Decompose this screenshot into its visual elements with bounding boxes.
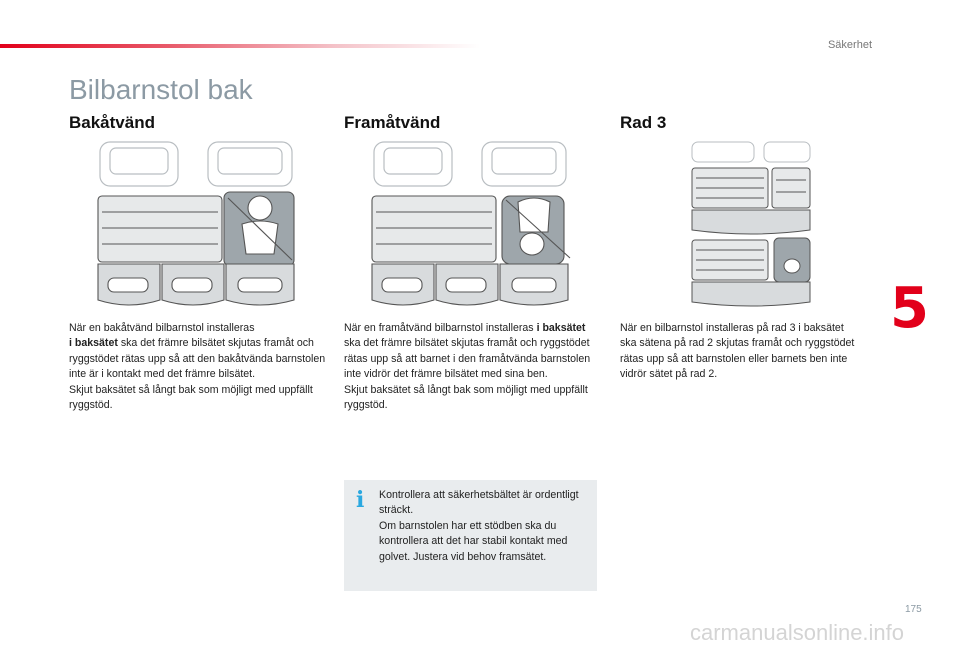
- forward-facing-paragraph-2: Skjut baksätet så långt bak som möjligt …: [344, 383, 588, 412]
- info-box-text: Kontrollera att säkerhetsbältet är orden…: [379, 488, 593, 565]
- text-segment: ska det främre bilsätet skjutas framåt o…: [69, 337, 326, 381]
- row-3-description: När en bilbarnstol installeras på rad 3 …: [620, 321, 860, 383]
- text-segment: ska det främre bilsätet skjutas framåt o…: [344, 337, 591, 381]
- header-accent-bar: [0, 44, 480, 48]
- row-3-seat-illustration: [691, 141, 811, 307]
- rear-facing-seat-illustration: [97, 141, 295, 306]
- info-line-2: Om barnstolen har ett stödben ska du kon…: [379, 519, 568, 563]
- rear-facing-paragraph-2: Skjut baksätet så långt bak som möjligt …: [69, 383, 313, 412]
- chapter-number: 5: [890, 276, 929, 341]
- page-title: Bilbarnstol bak: [69, 74, 253, 105]
- forward-facing-description: När en framåtvänd bilbarnstol installera…: [344, 321, 602, 413]
- text-segment: När en bakåtvänd bilbarnstol installeras: [69, 322, 255, 334]
- rear-facing-description: När en bakåtvänd bilbarnstol installeras…: [69, 321, 331, 413]
- row-3-paragraph-1: När en bilbarnstol installeras på rad 3 …: [620, 322, 855, 381]
- bold-term: i baksätet: [536, 322, 586, 334]
- watermark: carmanualsonline.info: [690, 620, 905, 645]
- bold-term: i baksätet: [69, 337, 118, 350]
- heading-row-3: Rad 3: [620, 113, 667, 132]
- forward-facing-paragraph-1: När en framåtvänd bilbarnstol installera…: [344, 321, 602, 383]
- info-icon: i: [356, 487, 365, 513]
- info-line-1: Kontrollera att säkerhetsbältet är orden…: [379, 489, 579, 517]
- heading-forward-facing: Framåtvänd: [344, 113, 441, 132]
- heading-rear-facing: Bakåtvänd: [69, 113, 155, 132]
- text-segment: När en framåtvänd bilbarnstol installera…: [344, 322, 534, 334]
- rear-facing-paragraph-1: När en bakåtvänd bilbarnstol installeras…: [69, 321, 331, 383]
- section-label: Säkerhet: [827, 39, 872, 51]
- forward-facing-seat-illustration: [371, 141, 571, 306]
- page-number: 175: [905, 604, 922, 615]
- info-box: i Kontrollera att säkerhetsbältet är ord…: [344, 480, 597, 591]
